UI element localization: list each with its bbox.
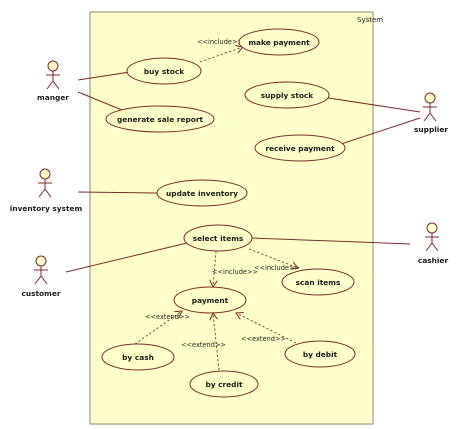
actor-supplier[interactable]: supplier xyxy=(414,92,448,134)
stereotype-extend-cash: <<extend>> xyxy=(145,313,190,321)
use-case-label: supply stock xyxy=(261,91,315,100)
stereotype-extend-credit: <<extend>> xyxy=(181,341,226,349)
actor-inventory-system[interactable]: inventory system xyxy=(10,168,83,213)
use-case-buy-stock[interactable]: buy stock xyxy=(126,57,202,85)
stick-figure-icon xyxy=(423,92,437,122)
stick-figure-icon xyxy=(46,60,60,90)
actor-customer[interactable]: customer xyxy=(21,255,61,298)
use-case-select-items[interactable]: select items xyxy=(183,224,253,252)
actor-manger[interactable]: manger xyxy=(37,60,69,102)
use-case-update-inventory[interactable]: update inventory xyxy=(156,179,248,207)
use-case-label: payment xyxy=(192,296,229,305)
use-case-label: by credit xyxy=(205,380,243,389)
use-case-payment[interactable]: payment xyxy=(173,286,247,314)
use-case-generate-sale-report[interactable]: generate sale report xyxy=(105,105,215,133)
stereotype-include-make-payment: <<include>> xyxy=(197,38,243,46)
assoc-manger-buy-stock xyxy=(77,71,131,81)
actor-label: customer xyxy=(21,289,60,298)
stereotype-include-scan-items: <<include>> xyxy=(254,264,300,272)
actor-label: supplier xyxy=(414,125,448,134)
assoc-inventory-system-update xyxy=(77,191,158,194)
include-buy-stock-make-payment xyxy=(199,47,243,63)
stick-figure-icon xyxy=(38,168,52,198)
actor-label: cashier xyxy=(418,256,449,265)
use-case-label: make payment xyxy=(248,38,310,47)
assoc-manger-generate-report xyxy=(77,91,123,111)
actor-label: manger xyxy=(37,93,69,102)
use-case-by-cash[interactable]: by cash xyxy=(101,343,175,371)
stereotype-extend-debit: <<extend>> xyxy=(241,335,286,343)
use-case-supply-stock[interactable]: supply stock xyxy=(244,81,330,109)
use-case-label: select items xyxy=(193,234,244,243)
use-case-label: scan items xyxy=(296,278,341,287)
actor-label: inventory system xyxy=(10,204,83,213)
use-case-label: buy stock xyxy=(144,67,185,76)
assoc-customer-select-items xyxy=(65,242,188,273)
extend-cash-payment xyxy=(134,311,182,345)
use-case-label: by cash xyxy=(122,353,154,362)
assoc-cashier-select-items xyxy=(251,237,411,245)
actor-cashier[interactable]: cashier xyxy=(418,222,449,265)
extend-credit-payment xyxy=(213,313,220,371)
use-case-label: by debit xyxy=(303,350,338,359)
assoc-supplier-supply-stock xyxy=(321,96,421,113)
use-case-label: generate sale report xyxy=(117,115,204,124)
use-case-label: receive payment xyxy=(265,144,335,153)
stick-figure-icon xyxy=(34,255,48,285)
use-case-scan-items[interactable]: scan items xyxy=(281,268,355,296)
stereotype-include-payment: <<include>> xyxy=(212,268,258,276)
use-case-receive-payment[interactable]: receive payment xyxy=(254,134,346,162)
stick-figure-icon xyxy=(425,222,439,252)
system-label: System xyxy=(357,16,383,24)
include-select-items-payment xyxy=(213,250,216,287)
assoc-supplier-receive-payment xyxy=(331,117,421,148)
use-case-by-credit[interactable]: by credit xyxy=(189,370,259,398)
use-case-make-payment[interactable]: make payment xyxy=(238,28,320,56)
use-case-label: update inventory xyxy=(166,189,238,198)
use-case-by-debit[interactable]: by debit xyxy=(284,340,356,368)
